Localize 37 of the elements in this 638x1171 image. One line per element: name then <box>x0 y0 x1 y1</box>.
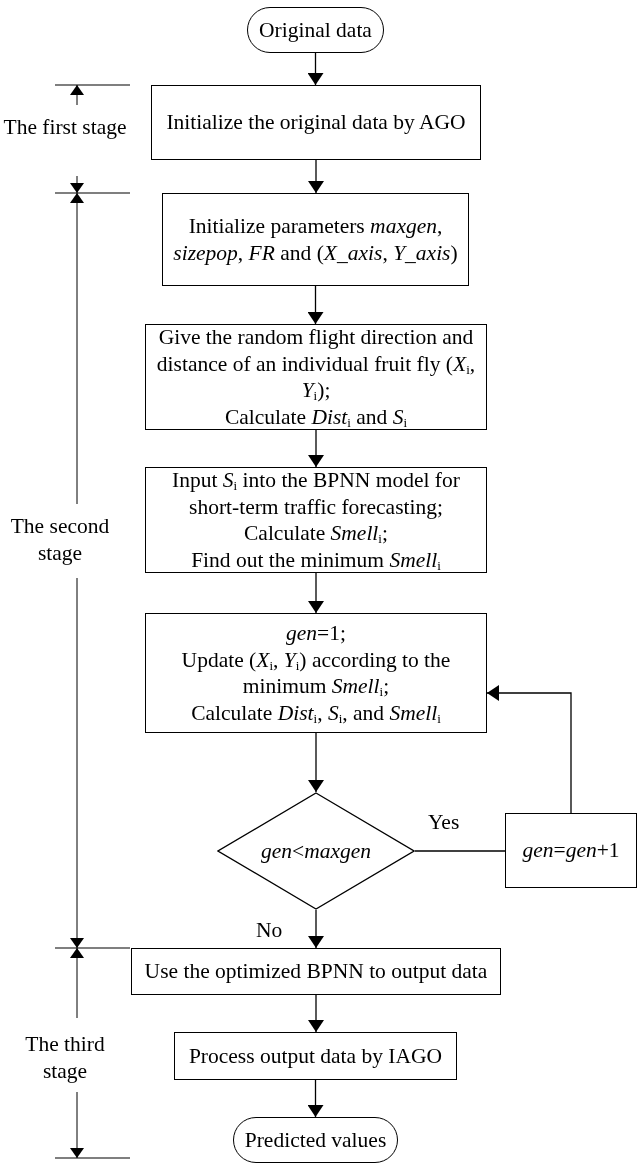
node-text: Find out the minimum Smell$_{i}$ <box>191 546 441 573</box>
node-text: Calculate Dist$_{i}$ and S$_{i}$ <box>224 403 408 430</box>
node-text: Process output data by IAGO <box>188 1042 443 1070</box>
node-text: gen<maxgen <box>260 837 372 865</box>
arrow <box>307 1079 324 1118</box>
process-box <box>505 813 637 888</box>
node-text: Initialize the original data by AGO <box>166 109 466 136</box>
terminal-box <box>247 7 384 53</box>
node-text: Predicted values <box>244 1126 387 1154</box>
arrow <box>307 52 324 86</box>
terminal-box <box>233 1117 398 1163</box>
arrow <box>308 732 324 793</box>
node-text: Update (X$_{i}$, Y$_{i}$) according to the minimum Smell$_{i}$; <box>180 646 452 700</box>
arrow <box>486 685 572 814</box>
node-text: Use the optimized BPNN to output data <box>144 958 488 985</box>
node-text: Input S$_{i}$ into the BPNN model for short-term traffic forecasting; <box>171 467 461 520</box>
node-text: Calculate Dist$_{i}$, S$_{i}$, and Smell$_{i}$ <box>191 699 441 726</box>
arrow <box>308 994 324 1033</box>
arrow <box>308 572 324 614</box>
process-box <box>162 193 469 286</box>
process-box <box>145 324 487 430</box>
node-text: Calculate Smell$_{i}$; <box>244 520 388 547</box>
process-box <box>145 613 487 733</box>
node-text: Initialize parameters maxgen, sizepop, FR and (X_axis, Y_axis) <box>172 213 459 266</box>
arrow <box>307 285 324 325</box>
process-box <box>145 467 487 573</box>
process-box <box>151 85 481 160</box>
process-box <box>131 948 501 995</box>
node-text: Original data <box>259 16 372 44</box>
node-text: gen=1; <box>286 620 346 647</box>
arrow <box>308 159 324 194</box>
node-text: Give the random flight direction and distance of an individual fruit fly (X$_{i}$, Y$_{i}$); <box>155 324 477 404</box>
arrow <box>308 909 324 949</box>
arrow <box>308 429 324 468</box>
node-text: gen=gen+1 <box>522 837 620 864</box>
decision-diamond <box>217 792 415 910</box>
process-box <box>174 1032 457 1080</box>
